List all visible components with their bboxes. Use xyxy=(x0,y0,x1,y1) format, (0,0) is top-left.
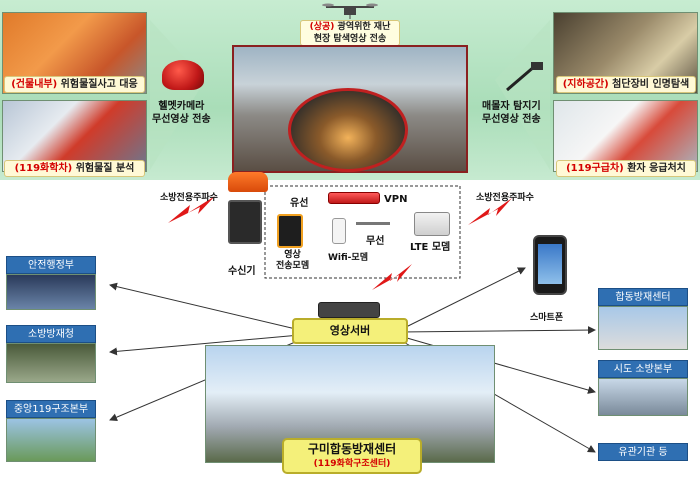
vpn-label: VPN xyxy=(384,194,408,205)
drone-caption: (상공) 광역위한 재난 현장 탐색영상 전송 xyxy=(300,20,400,46)
lte-modem-label: LTE 모뎀 xyxy=(410,242,451,253)
related-orgs-box: 유관기관 등 xyxy=(598,443,688,461)
probe-detector-label: 매몰자 탐지기 무선영상 전송 xyxy=(482,101,541,125)
probe-detector-icon xyxy=(505,60,545,92)
smartphone-icon xyxy=(533,235,567,295)
tunnel-inset-photo xyxy=(288,88,408,172)
right-top-caption: (지하공간) 첨단장비 인명탐색 xyxy=(556,76,696,93)
joint-center-box: 합동방재센터 xyxy=(598,288,688,306)
wireless-label: 무선 xyxy=(366,236,385,247)
arrow-to-joint-center xyxy=(399,326,596,335)
video-modem-label: 영상 전송모뎀 xyxy=(276,250,310,271)
gumi-center-box: 구미합동방재센터 (119화학구조센터) xyxy=(282,438,422,474)
receiver-device-icon xyxy=(228,200,262,244)
video-modem-icon xyxy=(277,214,303,248)
wifi-modem-icon xyxy=(332,218,346,244)
central-rescue-photo xyxy=(6,418,96,462)
joint-center-photo xyxy=(598,306,688,350)
lightning-right xyxy=(468,198,512,225)
wired-label: 유선 xyxy=(290,198,309,209)
fire-truck-icon xyxy=(228,172,268,192)
equipment-dashed-box xyxy=(264,185,461,279)
wifi-modem-label: Wifi-모뎀 xyxy=(328,253,368,263)
helmet-camera-icon xyxy=(162,60,204,90)
drone-icon xyxy=(322,2,378,20)
wireless-antenna-icon xyxy=(356,222,390,225)
fire-agency-box: 소방방재청 xyxy=(6,325,96,343)
freq-label-right: 소방전용주파수 xyxy=(476,193,534,203)
left-top-caption: (건물내부) 위험물질사고 대응 xyxy=(4,76,145,93)
central-rescue-box: 중앙119구조본부 xyxy=(6,400,96,418)
province-hq-photo xyxy=(598,378,688,416)
video-server-box: 영상서버 xyxy=(292,318,408,344)
receiver-label: 수신기 xyxy=(228,266,256,277)
helmet-camera-label: 헬멧카메라 무선영상 전송 xyxy=(152,101,211,125)
arrow-to-safety-ministry xyxy=(109,282,301,331)
freq-label-left: 소방전용주파수 xyxy=(160,193,218,203)
vpn-router-icon xyxy=(328,192,380,204)
safety-ministry-box: 안전행정부 xyxy=(6,256,96,274)
lightning-left xyxy=(168,196,215,223)
province-hq-box: 시도 소방본부 xyxy=(598,360,688,378)
arrow-to-fire-agency xyxy=(109,334,301,356)
right-bottom-caption: (119구급차) 환자 응급처치 xyxy=(556,160,696,177)
video-server-icon xyxy=(318,302,380,318)
left-bottom-caption: (119화학차) 위험물질 분석 xyxy=(4,160,145,177)
gumi-center-subtitle: (119화학구조센터) xyxy=(313,459,391,469)
smartphone-label: 스마트폰 xyxy=(530,313,564,323)
fire-agency-photo xyxy=(6,343,96,383)
gumi-center-title: 구미합동방재센터 xyxy=(307,442,397,456)
arrow-to-smartphone xyxy=(399,267,526,331)
safety-ministry-photo xyxy=(6,274,96,310)
lightning-center xyxy=(372,264,412,290)
lte-modem-icon xyxy=(414,212,450,236)
